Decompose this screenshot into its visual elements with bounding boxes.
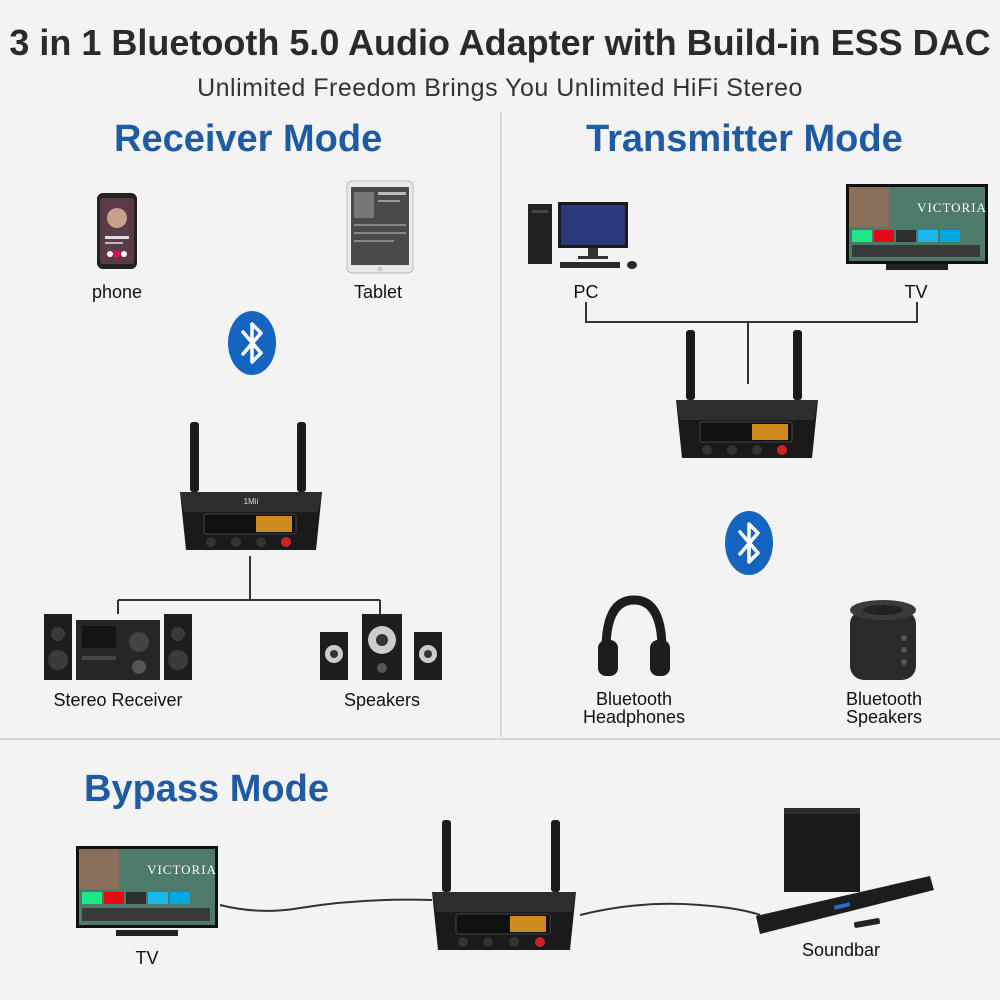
bypass-label-soundbar: Soundbar [801, 940, 881, 960]
output-label-bluetooth-headphones: Bluetooth Headphones [582, 689, 686, 727]
horizontal-divider [0, 738, 1000, 740]
speakers-icon [320, 614, 442, 680]
output-label-stereo-receiver: Stereo Receiver [53, 690, 183, 710]
tv-icon: VICTORIA [846, 184, 988, 270]
bluetooth-speaker-icon [850, 600, 916, 680]
bypass-label-tv: TV [135, 948, 159, 968]
adapter-device-icon: 1Mii [180, 422, 322, 550]
stereo-receiver-icon [44, 614, 192, 680]
bypass-mode-heading: Bypass Mode [84, 768, 329, 810]
receiver-mode-heading: Receiver Mode [114, 118, 383, 160]
output-label-speakers: Speakers [343, 690, 421, 710]
source-label-tablet: Tablet [353, 282, 403, 302]
output-label-bluetooth-speakers: Bluetooth Speakers [845, 689, 923, 727]
page-subtitle: Unlimited Freedom Brings You Unlimited H… [197, 74, 803, 102]
soundbar-icon [756, 808, 934, 934]
tablet-icon [346, 180, 414, 274]
source-label-pc: PC [573, 282, 599, 302]
tv-show-title: VICTORIA [147, 862, 217, 877]
adapter-device-icon [432, 820, 576, 950]
tv-icon: VICTORIA [76, 846, 218, 936]
bluetooth-icon [228, 311, 276, 375]
adapter-device-icon [676, 330, 818, 458]
page-title: 3 in 1 Bluetooth 5.0 Audio Adapter with … [9, 22, 991, 63]
smartphone-icon [97, 193, 137, 269]
source-label-phone: phone [91, 282, 143, 302]
tv-show-title: VICTORIA [917, 200, 987, 215]
vertical-divider [500, 112, 502, 737]
bluetooth-icon [725, 511, 773, 575]
headphones-icon [598, 595, 670, 676]
desktop-pc-icon [528, 202, 637, 269]
transmitter-mode-heading: Transmitter Mode [586, 118, 903, 160]
brand-label: 1Mii [244, 497, 259, 506]
source-label-tv: TV [904, 282, 928, 302]
